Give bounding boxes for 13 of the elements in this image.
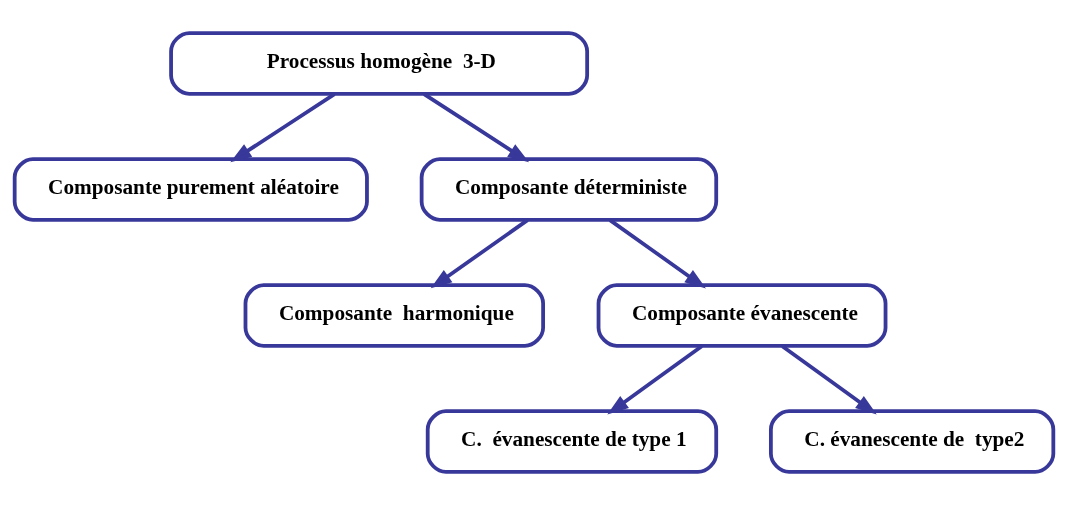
node-box: C. évanescente de type2	[769, 409, 1056, 474]
arrow	[423, 92, 530, 163]
arrow	[608, 218, 706, 289]
node-box: Composante purement aléatoire	[12, 157, 369, 222]
node-box: C. évanescente de type 1	[425, 409, 719, 474]
node-box: Processus homogène 3-D	[169, 31, 590, 96]
arrow	[230, 92, 336, 163]
node-box: Composante harmonique	[243, 283, 545, 348]
node-box: Composante évanescente	[596, 283, 888, 348]
arrow	[607, 344, 703, 415]
node-box: Composante déterministe	[419, 157, 719, 222]
arrow	[430, 218, 529, 289]
arrow	[781, 344, 877, 415]
